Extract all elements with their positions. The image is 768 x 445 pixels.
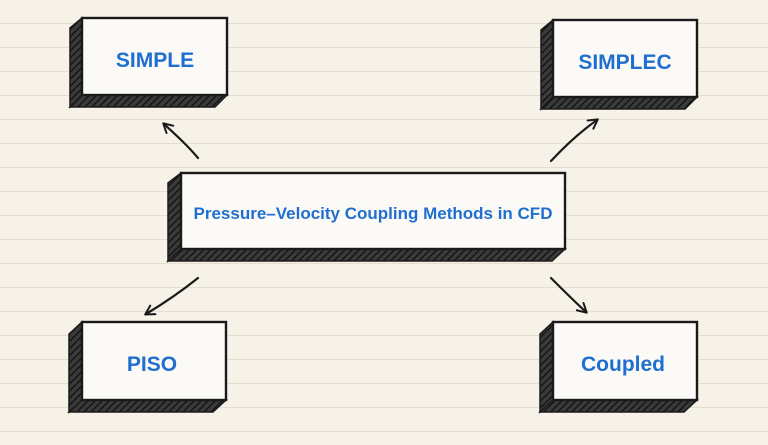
center-topic-box: Pressure–Velocity Coupling Methods in CF…	[166, 171, 567, 263]
center-topic-label: Pressure–Velocity Coupling Methods in CF…	[194, 204, 553, 223]
method-label-coupled: Coupled	[581, 353, 665, 376]
connector-arrows	[144, 118, 599, 316]
method-label-simplec: SIMPLEC	[578, 51, 671, 74]
method-label-simple: SIMPLE	[116, 49, 194, 72]
arrow-to-simple	[162, 122, 200, 160]
method-box-simplec: SIMPLEC	[539, 18, 699, 111]
arrow-to-coupled	[549, 276, 588, 314]
method-box-coupled: Coupled	[538, 320, 699, 414]
method-box-simple: SIMPLE	[68, 16, 229, 109]
arrow-to-simplec	[549, 118, 599, 163]
method-label-piso: PISO	[127, 353, 177, 376]
method-box-piso: PISO	[67, 320, 228, 414]
arrow-to-piso	[144, 276, 200, 316]
